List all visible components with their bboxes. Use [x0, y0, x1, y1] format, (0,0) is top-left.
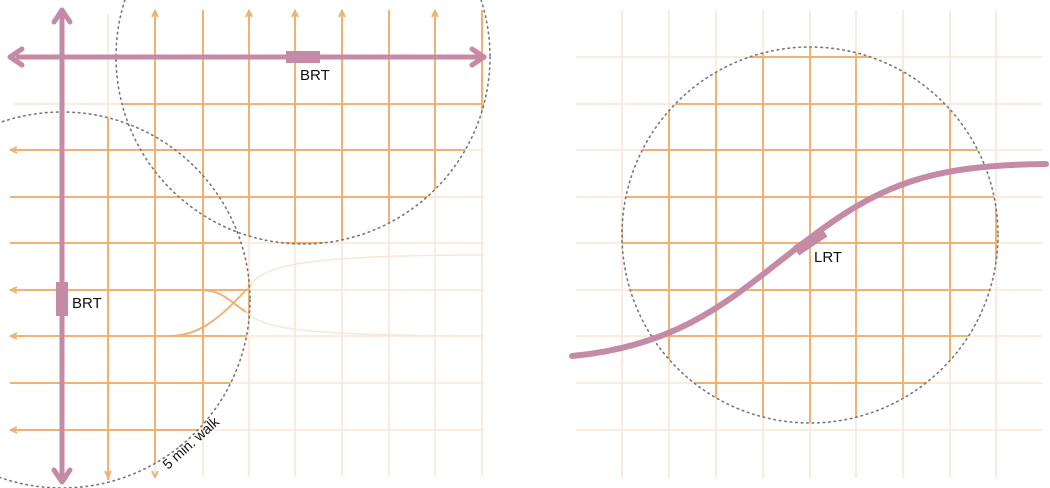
brt-label-left: BRT: [72, 295, 102, 312]
brt-label-top: BRT: [300, 67, 330, 84]
street-arrow-up: [338, 8, 346, 18]
street-arrow-left: [8, 146, 18, 154]
street-curve-faded: [245, 254, 485, 291]
brt-line-vertical: [51, 7, 73, 485]
street-curve-faded: [245, 311, 485, 337]
street-arrow-up: [245, 8, 253, 18]
street-arrow-up: [151, 8, 159, 18]
walkshed-circle-right: [621, 46, 999, 424]
street-arrow-up: [291, 8, 299, 18]
lrt-label: LRT: [814, 249, 842, 266]
street-arrow-left: [8, 286, 18, 294]
street-arrow-down: [104, 470, 112, 480]
right-panel-light-rail-transit: LRT: [569, 10, 1049, 478]
walkshed-streets: [10, 112, 250, 480]
left-panel-bus-rapid-transit: BRT BRT 5 min. walk: [0, 0, 491, 488]
brt-station-top: [286, 51, 320, 63]
street-arrow-left: [8, 332, 18, 340]
street-curve: [14, 289, 247, 313]
street-curve: [14, 289, 247, 337]
walkshed-circle-top: [115, 0, 491, 245]
walkable-street-grid: [8, 8, 484, 480]
street-arrow-left: [8, 426, 18, 434]
brt-station-left: [56, 282, 68, 316]
street-arrow-up: [431, 8, 439, 18]
brt-line-horizontal: [7, 46, 487, 68]
lrt-station: [793, 227, 828, 256]
walkshed-streets: [116, 10, 484, 244]
walk-distance-label: 5 min. walk: [159, 413, 222, 472]
street-arrow-down: [151, 470, 159, 480]
